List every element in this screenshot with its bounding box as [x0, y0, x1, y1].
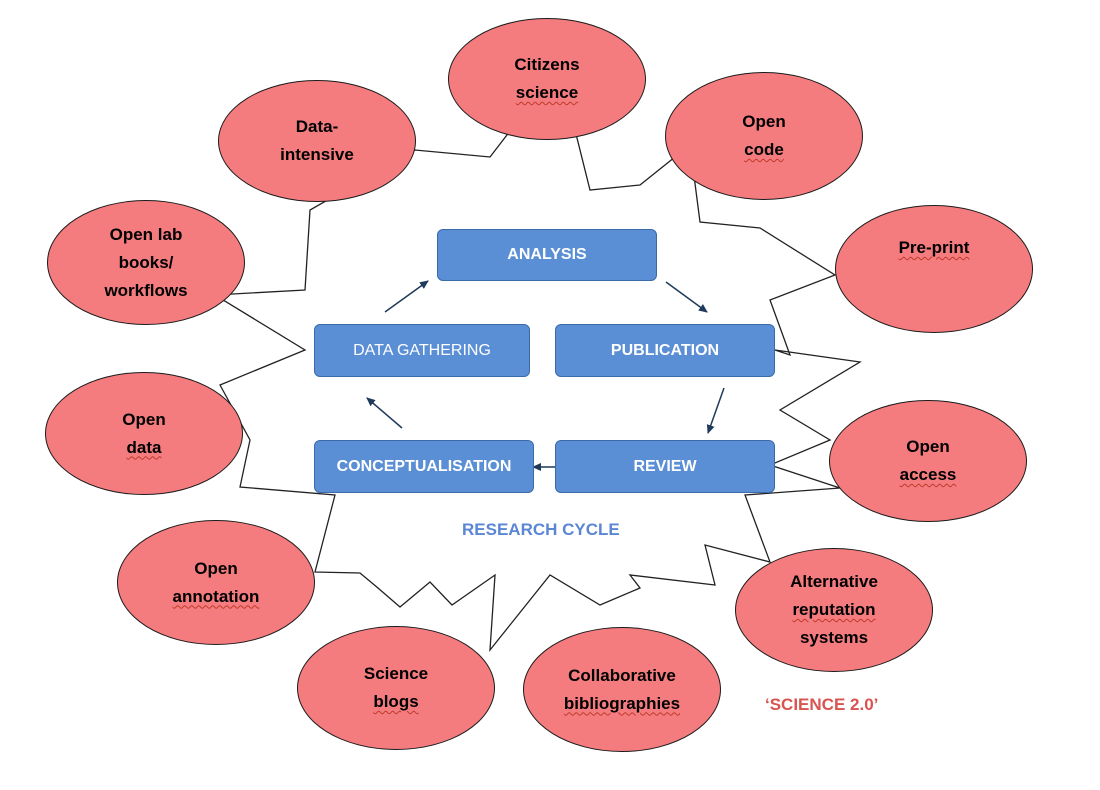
- ellipse-line: blogs: [373, 692, 419, 711]
- ellipse-open-annotation: Open annotation: [117, 520, 315, 645]
- ellipse-line: bibliographies: [563, 693, 681, 713]
- ellipse-line: Pre-print: [898, 238, 970, 257]
- review-box: REVIEW: [555, 440, 775, 493]
- ellipse-line: science: [515, 83, 579, 102]
- ellipse-line: Alternative: [790, 572, 878, 591]
- ellipse-line: workflows: [104, 280, 188, 300]
- ellipse-line: Data-: [295, 117, 339, 136]
- ellipse-open-access: Open access: [829, 400, 1027, 522]
- arrow-publication-to-review: [706, 387, 725, 434]
- ellipse-line: Open: [742, 112, 786, 131]
- ellipse-collaborative-bibliographies: Collaborative bibliographies: [523, 627, 721, 752]
- analysis-box: ANALYSIS: [437, 229, 657, 281]
- ellipse-science-blogs: Science blogs: [297, 626, 495, 750]
- ellipse-open-data: Open data: [45, 372, 243, 495]
- science-2-caption: ‘SCIENCE 2.0’: [765, 695, 879, 714]
- ellipse-line: access: [899, 465, 957, 484]
- publication-box: PUBLICATION: [555, 324, 775, 377]
- arrow-gathering-to-analysis: [384, 280, 429, 313]
- conceptualisation-box: CONCEPTUALISATION: [314, 440, 534, 493]
- ellipse-line: Science: [363, 664, 429, 683]
- ellipse-line: Collaborative: [568, 665, 676, 685]
- ellipse-line: Open lab: [109, 224, 183, 244]
- ellipse-citizens-science: Citizens science: [448, 18, 646, 140]
- arrow-analysis-to-publication: [665, 281, 708, 313]
- ellipse-alternative-reputation: Alternative reputation systems: [735, 548, 933, 672]
- ellipse-data-intensive: Data- intensive: [218, 80, 416, 202]
- ellipse-open-lab-books: Open lab books/ workflows: [47, 200, 245, 325]
- ellipse-line: annotation: [172, 586, 260, 606]
- starburst-outline: [212, 108, 862, 653]
- ellipse-line: code: [744, 140, 784, 159]
- ellipse-line: intensive: [280, 145, 354, 164]
- ellipse-line: data: [126, 437, 162, 457]
- ellipse-line: Open: [122, 409, 166, 429]
- data-gathering-box: DATA GATHERING: [314, 324, 530, 377]
- ellipse-open-code: Open code: [665, 72, 863, 200]
- ellipse-line: reputation: [792, 600, 876, 619]
- arrow-conceptualisation-to-gathering: [366, 397, 403, 429]
- research-cycle-caption: RESEARCH CYCLE: [462, 520, 620, 539]
- ellipse-line: Citizens: [514, 55, 580, 74]
- ellipse-line: Open: [194, 558, 238, 578]
- ellipse-line: Open: [906, 437, 950, 456]
- ellipse-pre-print: Pre-print: [835, 205, 1033, 333]
- ellipse-line: systems: [799, 628, 869, 647]
- ellipse-line: books/: [118, 252, 174, 272]
